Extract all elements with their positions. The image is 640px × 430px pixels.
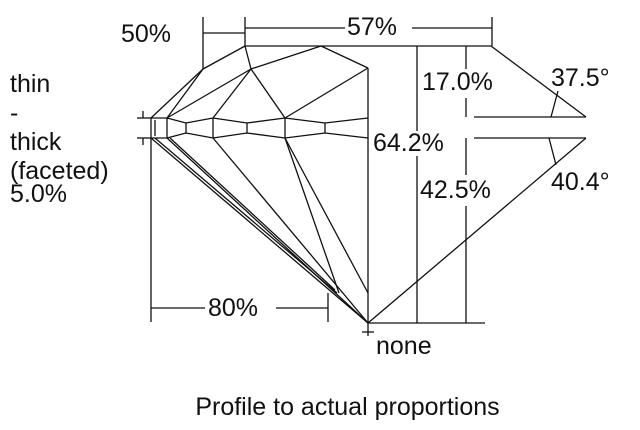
- girdle-label-line2: -: [10, 99, 19, 127]
- crown-outline: [150, 45, 587, 119]
- total-depth-label: 64.2%: [371, 129, 446, 157]
- girdle-label-line5: 5.0%: [10, 180, 67, 208]
- diagram-caption: Profile to actual proportions: [195, 393, 500, 421]
- girdle-label-line3: thick: [10, 128, 62, 156]
- pavilion-facets: [150, 137, 587, 324]
- girdle-label-line1: thin: [10, 70, 51, 98]
- lower-half-label: 80%: [206, 294, 261, 322]
- crown-facets: [166, 45, 369, 322]
- girdle-band: [137, 111, 369, 145]
- pavilion-depth-label: 42.5%: [418, 176, 493, 204]
- pavilion-angle-label: 40.4°: [551, 168, 610, 196]
- crown-angle-label: 37.5°: [551, 64, 610, 92]
- dimension-lines: [150, 17, 493, 336]
- girdle-label-line4: (faceted): [10, 157, 109, 185]
- table-outer-label: 50%: [121, 20, 172, 48]
- table-percentage-label: 57%: [345, 13, 400, 41]
- culet-label: none: [376, 332, 432, 360]
- crown-height-label: 17.0%: [420, 68, 495, 96]
- profile-reference-lines: [368, 90, 586, 324]
- girdle-thickness-label: thin - thick (faceted) 5.0%: [10, 70, 109, 209]
